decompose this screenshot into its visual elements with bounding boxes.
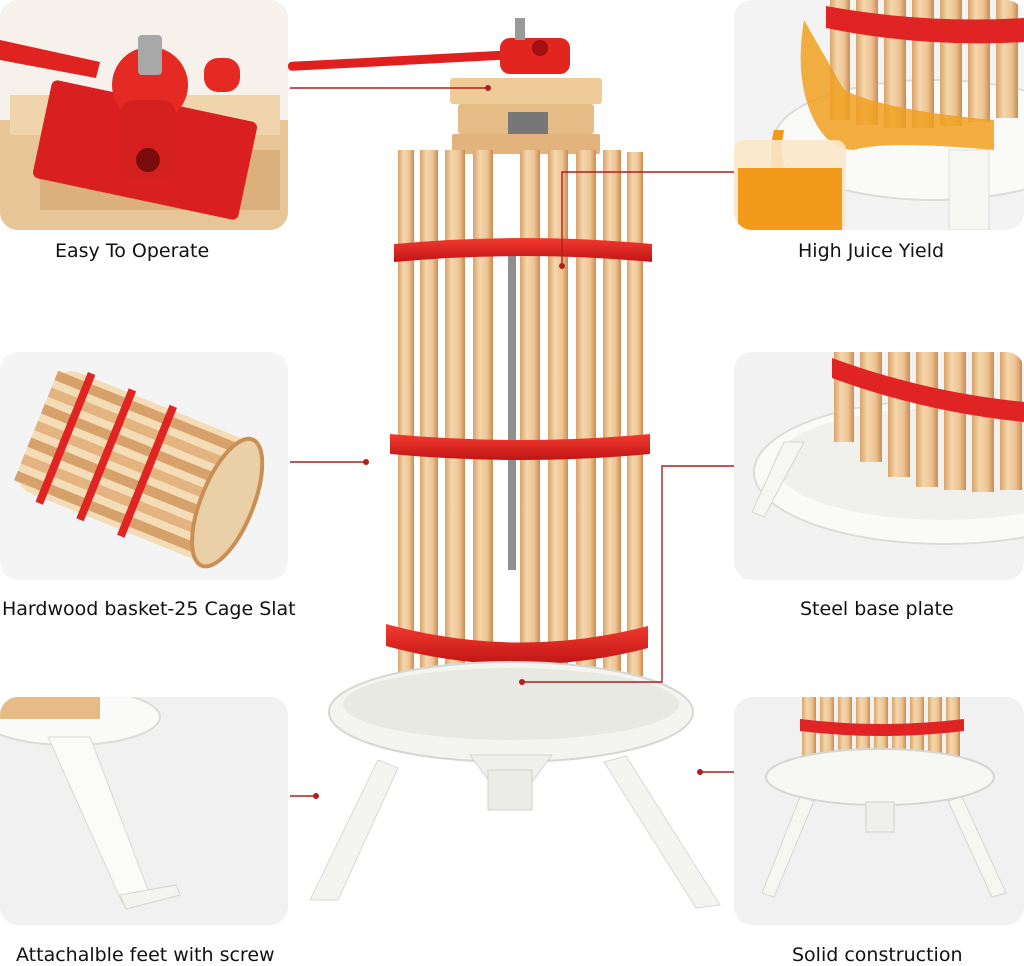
base-plate-illustration xyxy=(751,352,1024,545)
basket-slats xyxy=(398,150,643,752)
feature-tile-juice xyxy=(734,0,1024,230)
basket-cage-illustration xyxy=(14,370,265,569)
caption-juice: High Juice Yield xyxy=(798,240,945,262)
feature-tile-feet xyxy=(0,697,288,925)
feature-tile-basket xyxy=(0,352,288,580)
feature-tile-easy xyxy=(0,0,288,230)
caption-basket: Hardwood basket-25 Cage Slat xyxy=(2,598,296,620)
caption-feet: Attachalble feet with screw xyxy=(16,944,275,966)
feature-tile-plate xyxy=(734,352,1024,580)
solid-construction-illustration xyxy=(761,697,1007,898)
feature-tile-solid xyxy=(734,697,1024,925)
caption-plate: Steel base plate xyxy=(800,598,954,620)
juice-closeup-illustration xyxy=(734,0,1024,230)
handle-closeup-illustration xyxy=(0,35,288,230)
leader-lines xyxy=(290,85,734,799)
caption-solid: Solid construction xyxy=(792,944,963,966)
caption-easy: Easy To Operate xyxy=(55,240,210,262)
feet-closeup-illustration xyxy=(0,697,181,910)
